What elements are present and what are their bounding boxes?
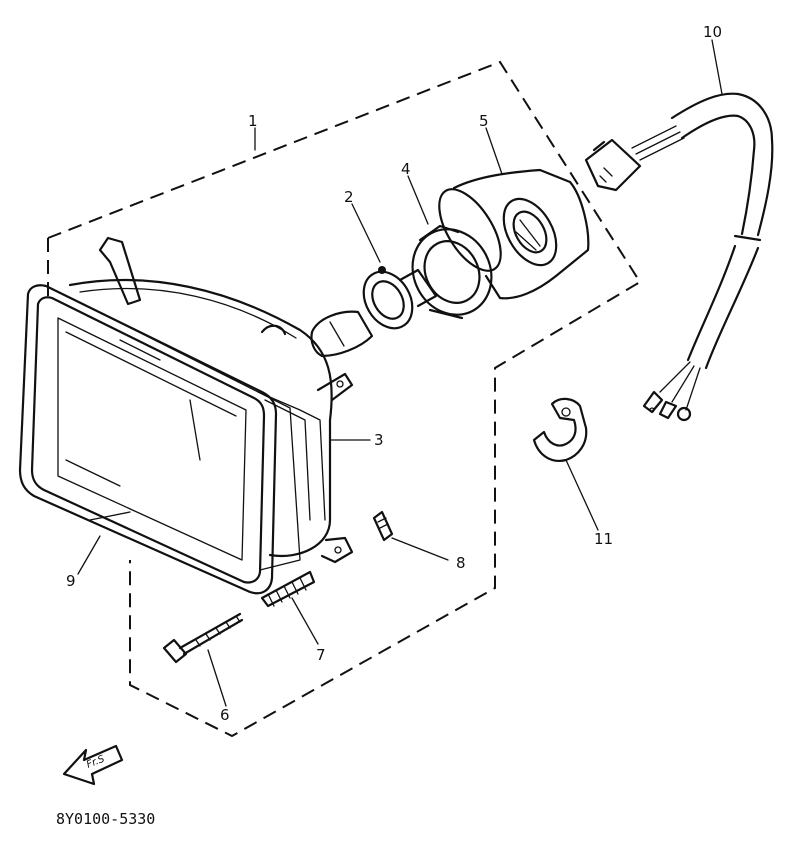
callout-2: 2 — [344, 188, 354, 206]
callout-5: 5 — [479, 112, 489, 130]
callout-1: 1 — [248, 112, 258, 130]
callout-9: 9 — [66, 572, 76, 590]
headlight-rim — [18, 284, 278, 595]
bulb-cover — [438, 168, 590, 300]
wire-harness — [584, 92, 774, 422]
callout-10: 10 — [703, 23, 722, 41]
callout-4: 4 — [401, 160, 411, 178]
callout-6: 6 — [220, 706, 230, 724]
callout-8: 8 — [456, 554, 466, 572]
spring — [260, 570, 316, 608]
small-screw — [372, 510, 394, 542]
callout-3: 3 — [374, 431, 384, 449]
bulb — [310, 266, 438, 358]
leader-lines — [77, 39, 723, 707]
callout-labels: 1 2 3 4 5 6 7 8 9 10 11 — [66, 23, 722, 724]
callout-7: 7 — [316, 646, 326, 664]
adjusting-screw — [162, 612, 244, 664]
bulb-retainer — [411, 224, 493, 320]
part-code: 8Y0100-5330 — [56, 810, 155, 828]
front-direction-arrow: Fr.S — [62, 744, 124, 786]
callout-11: 11 — [594, 530, 613, 548]
wire-clamp — [532, 397, 588, 462]
assembly-boundary — [47, 60, 642, 738]
